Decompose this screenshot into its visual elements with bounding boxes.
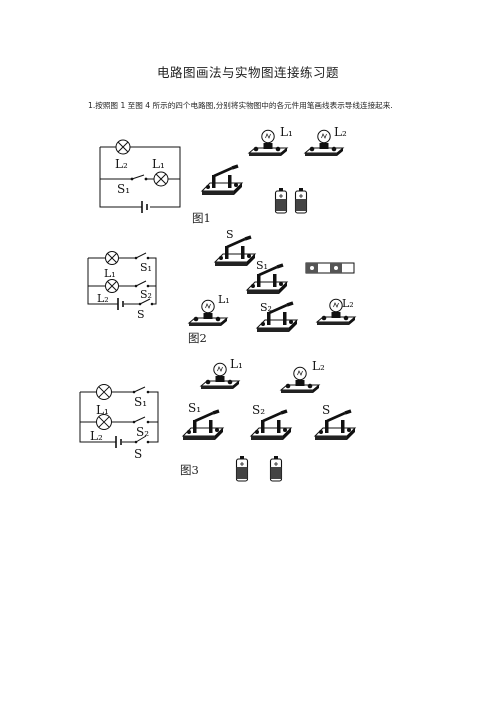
component-label-l2: L₂: [312, 359, 325, 373]
component-label-l1: L₁: [280, 125, 293, 139]
label-lamp-bottom: L₂: [97, 292, 109, 305]
figure-1-caption: 图1: [192, 211, 211, 225]
battery-cell-icon: [274, 187, 288, 214]
battery-cell-icon: [305, 262, 355, 274]
label-switch-main: S: [134, 447, 142, 461]
component-label-s1: S₁: [188, 401, 201, 415]
label-lamp-top: L₂: [115, 157, 128, 171]
label-switch-main: S: [137, 308, 145, 321]
label-lamp-top: L₁: [96, 403, 109, 417]
figure-3-schematic: L₁ S₁ L₂ S₂ S: [79, 384, 159, 461]
knife-switch-icon: [213, 235, 257, 268]
lamp-symbol-icon: [96, 384, 112, 400]
component-label-l1: L₁: [218, 293, 230, 306]
lamp-symbol-icon: [115, 139, 131, 155]
exercise-instructions: 1.按照图 1 至图 4 所示的四个电路图,分别将实物图中的各元件用笔画线表示导…: [88, 101, 393, 110]
knife-switch-icon: [313, 409, 357, 442]
label-lamp-top: L₁: [104, 267, 116, 280]
knife-switch-icon: [181, 409, 225, 442]
lamp-symbol-icon: [105, 251, 119, 265]
knife-switch-icon: [200, 164, 244, 197]
component-label-s2: S₂: [252, 403, 265, 417]
label-lamp-bottom: L₁: [152, 157, 165, 171]
figure-3-components: L₁ L₂ S₁ S₂ S: [181, 357, 357, 482]
component-label-s2: S₂: [260, 301, 272, 314]
page-title: 电路图画法与实物图连接练习题: [156, 65, 339, 80]
label-switch: S₁: [117, 182, 130, 196]
figure-2-caption: 图2: [188, 331, 207, 345]
component-label-l2: L₂: [334, 125, 347, 139]
figure-2-schematic: L₁ S₁ L₂ S₂ S: [87, 251, 157, 321]
component-label-l2: L₂: [342, 297, 354, 310]
component-label-s1: S₁: [256, 259, 268, 272]
lamp-symbol-icon: [96, 414, 112, 430]
label-switch-1: S₁: [134, 395, 147, 409]
battery-cell-icon: [294, 187, 308, 214]
component-label-s: S: [322, 403, 330, 417]
figure-2-components: S S₁ L₁ S₂ L₂: [188, 228, 356, 334]
lamp-symbol-icon: [105, 279, 119, 293]
figure-1-schematic: L₂ L₁ S₁: [99, 139, 181, 213]
figure-3-caption: 图3: [180, 463, 199, 477]
figure-1-components: L₁ L₂: [200, 125, 347, 214]
label-switch-2: S₂: [140, 288, 152, 301]
lamp-symbol-icon: [153, 171, 169, 187]
battery-cell-icon: [235, 455, 249, 482]
label-lamp-bottom: L₂: [90, 429, 103, 443]
component-label-s: S: [226, 228, 234, 241]
label-switch-1: S₁: [140, 261, 152, 274]
label-switch-2: S₂: [136, 425, 149, 439]
battery-cell-icon: [269, 455, 283, 482]
component-label-l1: L₁: [230, 357, 243, 371]
